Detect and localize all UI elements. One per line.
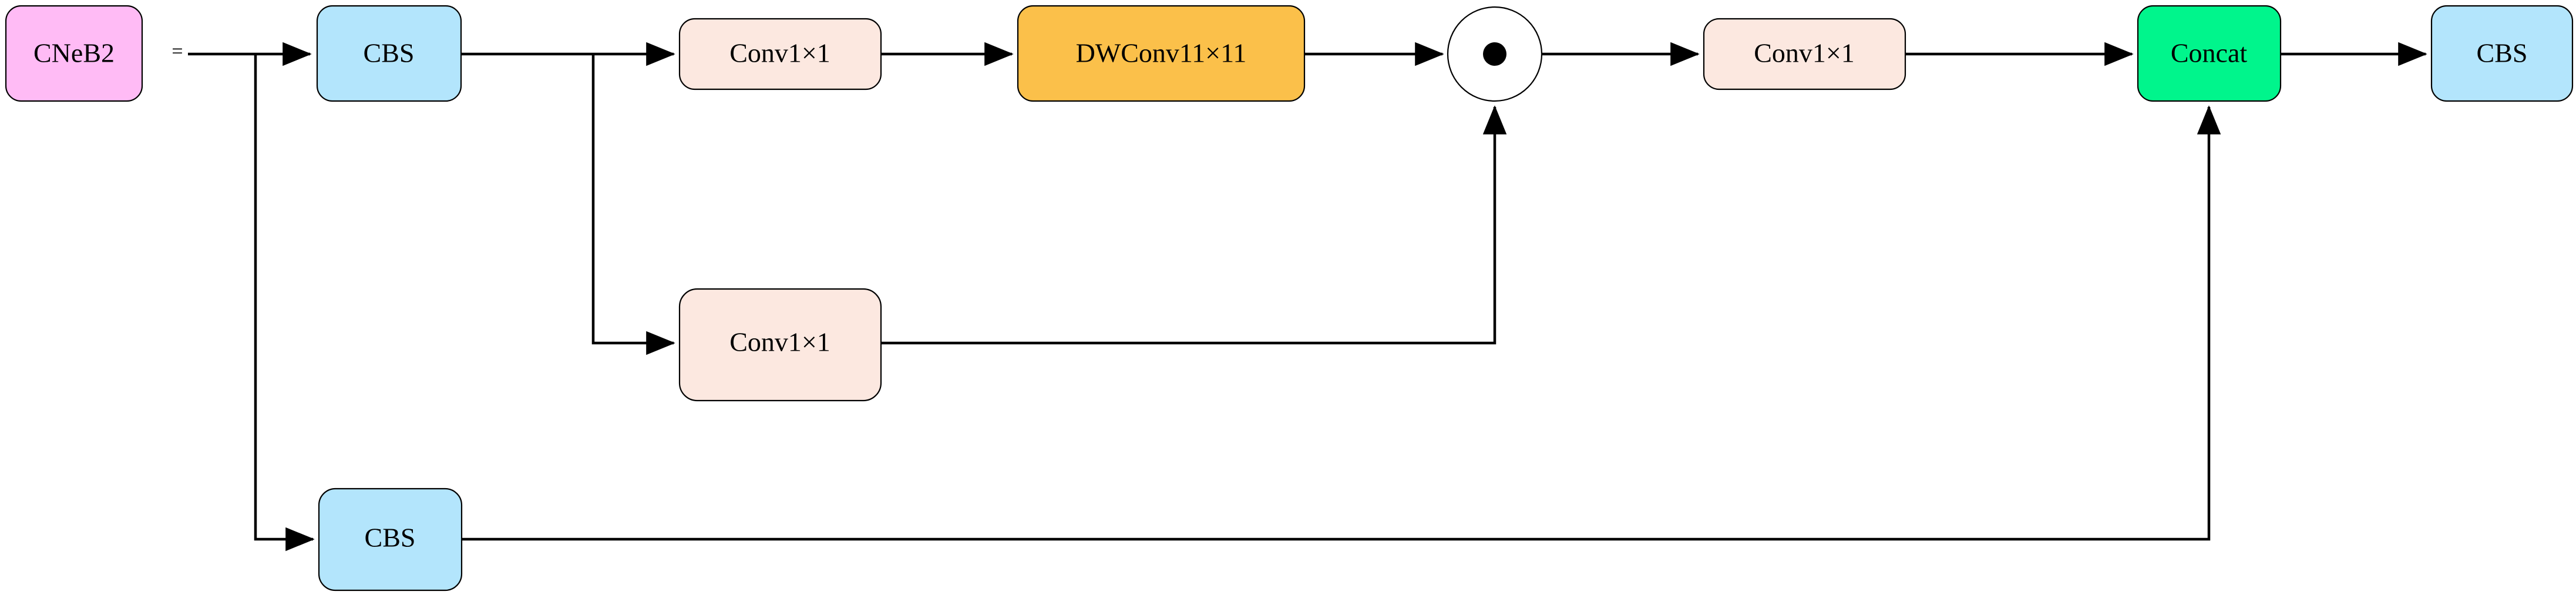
node-conv1x1-lower[interactable]: Conv1×1: [678, 288, 882, 402]
cbs-bottom-box[interactable]: [318, 488, 463, 591]
cbs-out-box[interactable]: [2430, 5, 2574, 102]
conv1x1-right-label: Conv1×1: [1754, 38, 1855, 68]
node-conv1x1-upper[interactable]: Conv1×1: [678, 18, 882, 90]
edge-conv-b-to-multiply: [881, 105, 1507, 345]
conv1x1-right-box[interactable]: [1703, 18, 1906, 90]
cneb2-label: CNeB2: [33, 38, 115, 68]
edge-split-to-cbs-bottom: [254, 54, 315, 552]
edge-cbs-bottom-to-concat: [462, 105, 2221, 541]
conv1x1-upper-label: Conv1×1: [729, 38, 830, 68]
node-concat[interactable]: Concat: [2137, 5, 2282, 102]
cbs-top-box[interactable]: [316, 5, 462, 102]
dwconv11x11-label: DWConv11×11: [1076, 38, 1247, 68]
node-cbs-bottom[interactable]: CBS: [318, 488, 463, 591]
cbs-top-label: CBS: [364, 38, 415, 68]
node-dwconv11x11[interactable]: DWConv11×11: [1017, 5, 1306, 102]
node-cbs-top[interactable]: CBS: [316, 5, 462, 102]
conv1x1-upper-box[interactable]: [678, 18, 882, 90]
node-multiply[interactable]: [1447, 6, 1543, 102]
dwconv11x11-box[interactable]: [1017, 5, 1306, 102]
cbs-out-label: CBS: [2477, 38, 2528, 68]
equals-sign: =: [171, 41, 183, 62]
multiply-dot-icon: [1483, 42, 1506, 66]
edge-split-to-conv-b: [591, 54, 675, 355]
concat-box[interactable]: [2137, 5, 2282, 102]
node-conv1x1-right[interactable]: Conv1×1: [1703, 18, 1906, 90]
conv1x1-lower-box[interactable]: [678, 288, 882, 402]
node-cneb2[interactable]: CNeB2: [5, 5, 143, 102]
node-cbs-out[interactable]: CBS: [2430, 5, 2574, 102]
conv1x1-lower-label: Conv1×1: [729, 327, 830, 357]
cbs-bottom-label: CBS: [365, 523, 416, 553]
concat-label: Concat: [2171, 38, 2248, 68]
cneb2-box[interactable]: [5, 5, 143, 102]
